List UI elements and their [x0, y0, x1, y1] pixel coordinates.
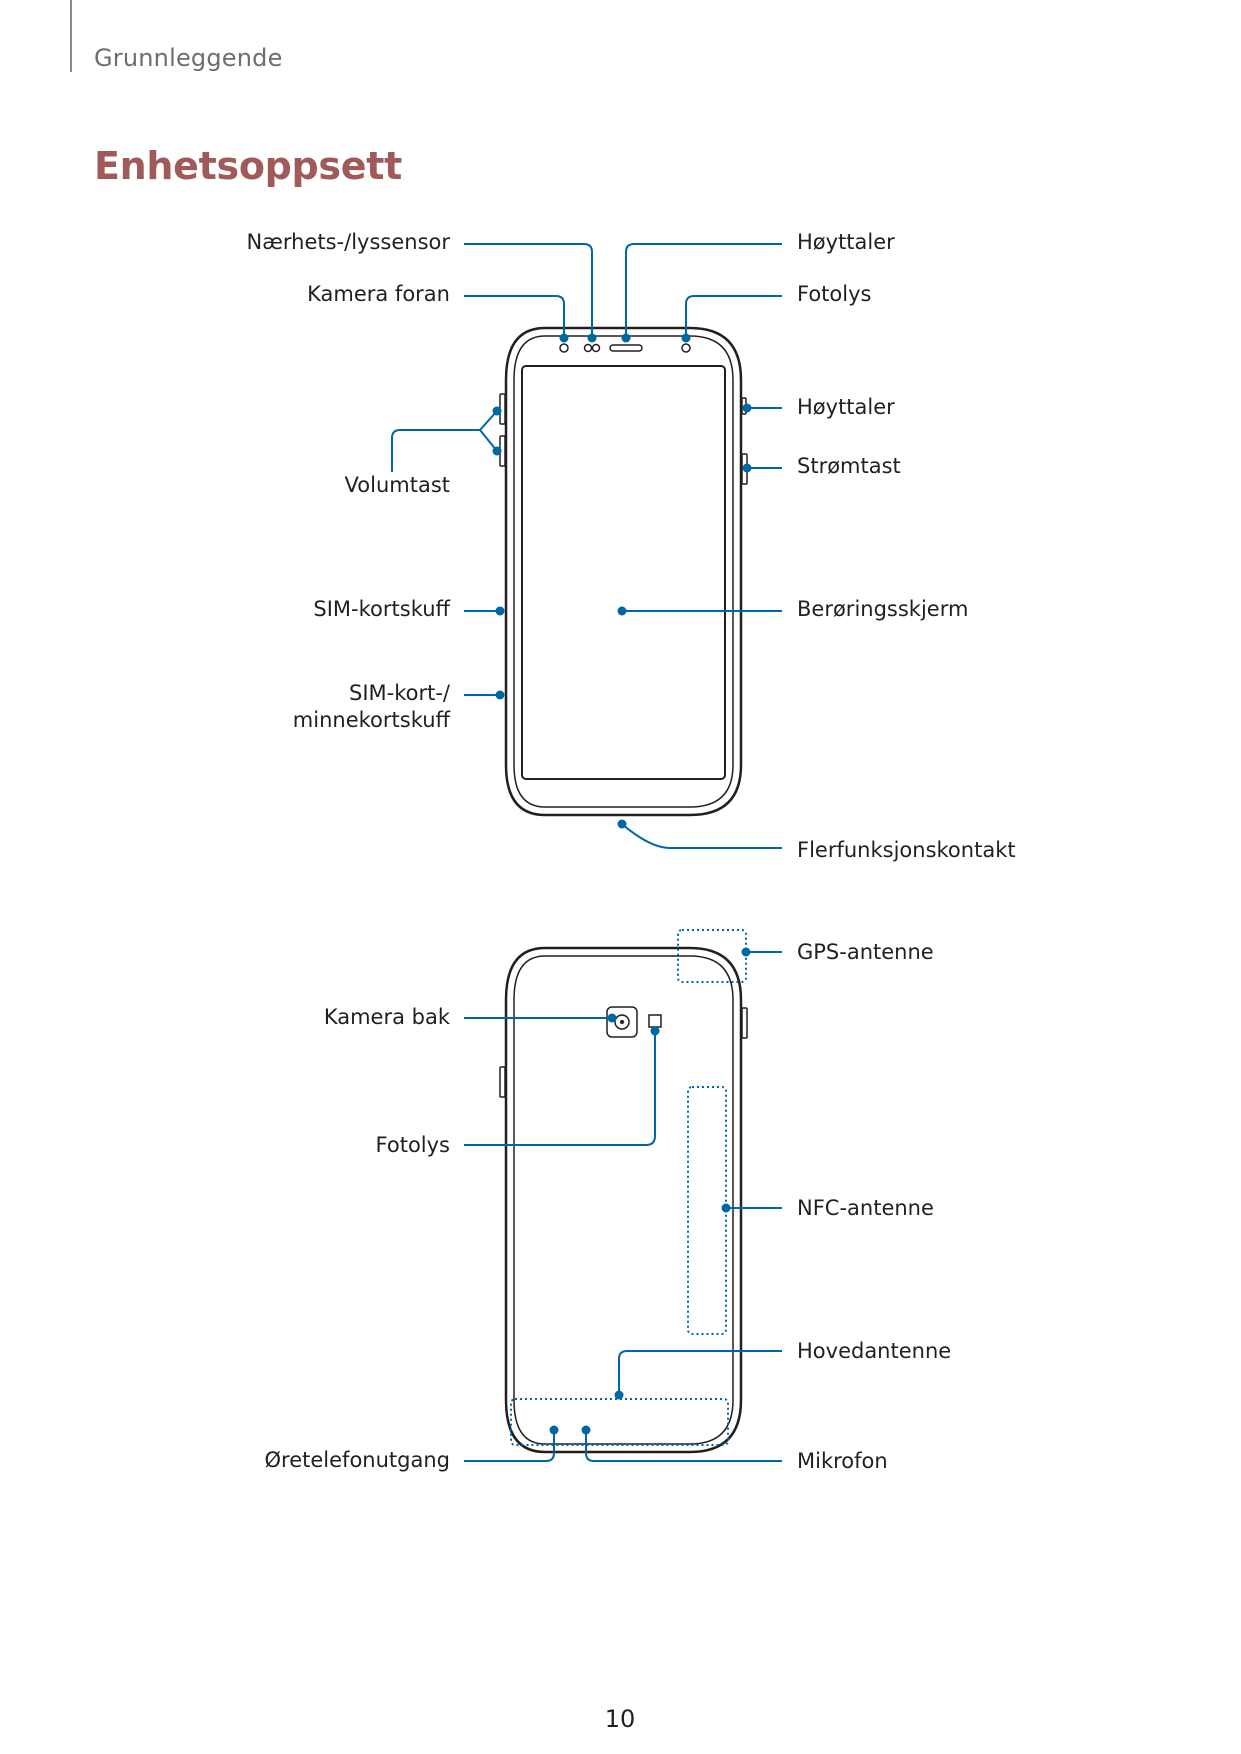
front-camera-lens: [559, 343, 569, 353]
gps-antenna-region: [677, 929, 747, 983]
label-volume-key: Volumtast: [344, 473, 450, 497]
label-nfc-antenna: NFC-antenne: [797, 1196, 934, 1220]
label-speaker-top: Høyttaler: [797, 230, 895, 254]
front-screen: [521, 365, 726, 780]
proximity-sensor-dot-a: [583, 343, 593, 353]
back-side-button-right: [741, 1007, 748, 1039]
label-sim-memory-tray-line2: minnekortskuff: [292, 708, 450, 732]
label-proximity-sensor: Nærhets-/lyssensor: [246, 230, 450, 254]
label-flash-back: Fotolys: [375, 1133, 450, 1157]
back-camera-lens-core: [620, 1020, 624, 1024]
label-main-antenna: Hovedantenne: [797, 1339, 952, 1363]
back-device: [499, 946, 748, 1454]
front-callouts: [391, 243, 782, 849]
page-title: Enhetsoppsett: [94, 144, 402, 188]
proximity-sensor-dot-b: [591, 343, 601, 353]
back-callouts: [464, 951, 782, 1462]
back-camera-lens: [614, 1014, 630, 1030]
main-antenna-region: [510, 1398, 729, 1446]
label-sim-tray: SIM-kortskuff: [313, 597, 450, 621]
label-multipurpose-jack: Flerfunksjonskontakt: [797, 838, 1016, 862]
front-flash-lens: [681, 343, 691, 353]
front-device: [499, 326, 748, 817]
front-callout-dots: [492, 333, 752, 829]
page-number: 10: [604, 1705, 636, 1733]
nfc-antenna-region: [687, 1086, 727, 1335]
label-earphone-jack: Øretelefonutgang: [264, 1448, 450, 1472]
label-flash-front: Fotolys: [797, 282, 872, 306]
back-flash-square: [648, 1014, 662, 1028]
front-body-outline: [504, 326, 743, 817]
back-body-inner: [513, 955, 734, 1445]
label-front-camera: Kamera foran: [307, 282, 450, 306]
label-sim-memory-tray-line1: SIM-kort-/: [348, 681, 450, 705]
label-speaker-side: Høyttaler: [797, 395, 895, 419]
back-side-button-left: [499, 1066, 506, 1098]
back-camera-housing: [606, 1006, 638, 1038]
label-power-key: Strømtast: [797, 454, 901, 478]
label-rear-camera: Kamera bak: [323, 1005, 450, 1029]
section-label: Grunnleggende: [94, 44, 283, 72]
back-callout-dots: [549, 947, 751, 1435]
header-rule: [70, 0, 72, 72]
label-microphone: Mikrofon: [797, 1449, 888, 1473]
front-body-inner: [513, 335, 734, 808]
earpiece-slot: [609, 344, 643, 352]
label-gps-antenna: GPS-antenne: [797, 940, 934, 964]
label-touchscreen: Berøringsskjerm: [797, 597, 969, 621]
back-body-outline: [504, 946, 743, 1454]
